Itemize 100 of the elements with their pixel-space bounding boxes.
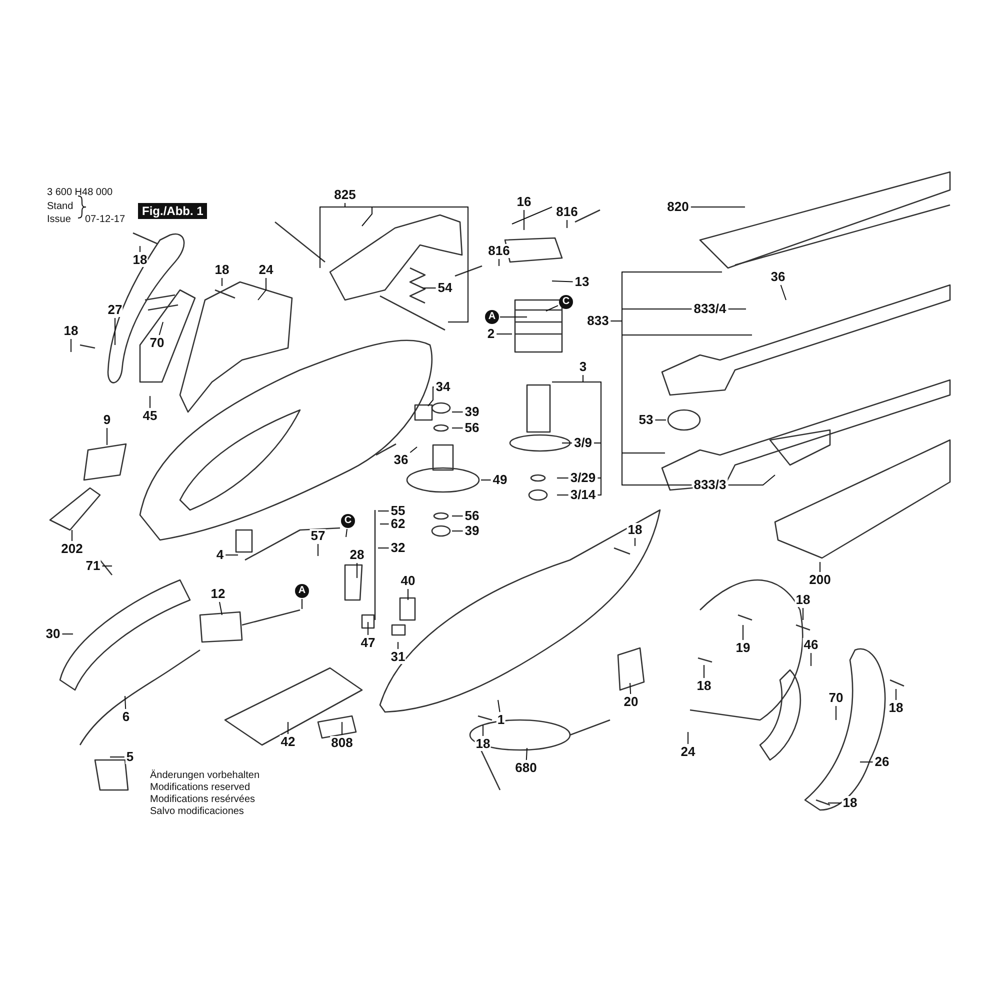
callout-number: 27 — [106, 303, 124, 317]
callout-number: 816 — [487, 244, 511, 258]
callout-number: 55 — [390, 504, 406, 518]
callout-number: 26 — [874, 755, 890, 769]
callout-number: 70 — [148, 336, 166, 350]
reference-marker: A — [485, 310, 499, 324]
leader-line — [802, 608, 804, 620]
callout-number: 808 — [330, 736, 354, 750]
leader-line — [690, 206, 746, 208]
callout-number: 825 — [333, 188, 357, 202]
callout-number: 18 — [696, 679, 712, 693]
figure-label: Fig./Abb. 1 — [138, 203, 208, 219]
callout-number: 3/14 — [569, 488, 597, 502]
reference-marker: C — [559, 295, 573, 309]
callout-number: 24 — [258, 263, 274, 277]
callout-number: 71 — [84, 559, 102, 573]
callout-number: 16 — [516, 195, 532, 209]
leader-line — [556, 494, 569, 496]
callout-number: 13 — [574, 275, 590, 289]
callout-number: 31 — [390, 650, 406, 664]
reference-marker: C — [341, 514, 355, 528]
callout-number: 20 — [622, 695, 640, 709]
callout-number: 9 — [102, 413, 112, 427]
callout-number: 2 — [486, 327, 496, 341]
leader-line — [219, 602, 222, 616]
callout-number: 18 — [842, 796, 858, 810]
document-number: 3 600 H48 000 — [47, 187, 113, 199]
callout-number: 49 — [492, 473, 508, 487]
callout-number: 36 — [770, 270, 786, 284]
callout-number: 18 — [132, 253, 148, 267]
leader-line — [158, 322, 164, 336]
callout-number: 45 — [142, 409, 158, 423]
callout-number: 202 — [60, 542, 84, 556]
callout-number: 5 — [125, 750, 135, 764]
callout-number: 1 — [496, 713, 506, 727]
leader-line — [110, 756, 125, 758]
leader-line — [346, 528, 348, 538]
callout-number: 18 — [794, 593, 812, 607]
callout-number: 39 — [464, 405, 480, 419]
callout-number: 53 — [638, 413, 654, 427]
callout-number: 28 — [348, 548, 366, 562]
callout-number: 18 — [474, 737, 492, 751]
callout-number: 57 — [310, 529, 326, 543]
callout-number: 833/3 — [692, 478, 728, 492]
callout-number: 200 — [808, 573, 832, 587]
leader-line — [258, 278, 266, 300]
leader-line — [728, 308, 746, 310]
callout-number: 18 — [62, 324, 80, 338]
leader-line — [498, 258, 500, 266]
leader-line — [410, 446, 418, 453]
callout-number: 39 — [464, 524, 480, 538]
leader-line — [482, 724, 484, 736]
callout-number: 36 — [392, 453, 410, 467]
leader-line — [106, 428, 108, 446]
leader-line — [70, 338, 72, 352]
callout-number: 3 — [578, 360, 588, 374]
note-text: Salvo modificaciones — [150, 806, 244, 818]
leader-line — [356, 562, 358, 578]
callout-number: 56 — [464, 421, 480, 435]
leader-line — [114, 318, 116, 346]
callout-number: 56 — [464, 509, 480, 523]
leader-line — [428, 386, 434, 406]
leader-line — [566, 220, 568, 228]
leader-line — [562, 442, 572, 444]
issue-label: Issue — [47, 214, 71, 226]
note-text: Modifications resérvées — [150, 794, 256, 806]
leader-line — [728, 474, 776, 486]
leader-line — [512, 206, 552, 230]
leader-line — [500, 316, 528, 318]
note-text: Änderungen vorbehalten — [150, 770, 260, 782]
note-text: Modifications reserved — [150, 782, 250, 794]
callout-number: 70 — [828, 691, 844, 705]
callout-number: 3/29 — [569, 471, 597, 485]
callout-number: 54 — [436, 281, 454, 295]
stand-label: Stand — [47, 201, 74, 213]
leader-line — [225, 554, 238, 556]
callout-number: 833/4 — [692, 302, 728, 316]
callout-number: 833 — [586, 314, 610, 328]
callout-number: 680 — [514, 761, 538, 775]
leader-line — [810, 652, 812, 666]
leader-line — [378, 510, 390, 512]
callout-number: 4 — [215, 548, 225, 562]
callout-number: 24 — [680, 745, 696, 759]
callout-number: 47 — [360, 636, 376, 650]
leader-line — [780, 284, 786, 300]
leader-line — [124, 696, 126, 710]
callout-number: 816 — [555, 205, 579, 219]
callout-number: 18 — [888, 701, 904, 715]
callout-number: 42 — [280, 735, 296, 749]
leader-line — [526, 748, 528, 760]
leader-line — [630, 682, 632, 694]
callout-number: 62 — [390, 517, 406, 531]
callout-number: 12 — [210, 587, 226, 601]
callout-number: 6 — [121, 710, 131, 724]
callout-number: 18 — [626, 523, 644, 537]
leader-line — [634, 538, 636, 546]
callout-number: 19 — [734, 641, 752, 655]
callout-number: 820 — [666, 200, 690, 214]
leader-line — [452, 530, 464, 532]
leader-line — [498, 700, 500, 712]
